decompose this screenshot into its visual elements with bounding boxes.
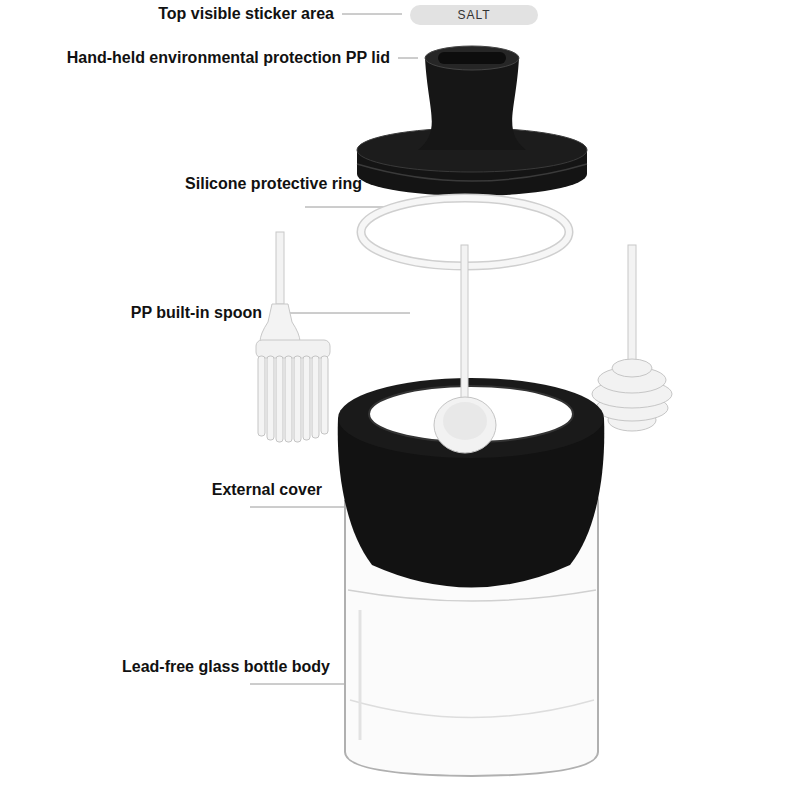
part-label: Hand-held environmental protection PP li… — [67, 48, 390, 68]
sticker-area: SALT — [410, 5, 538, 25]
brush — [256, 232, 330, 442]
part-label: PP built-in spoon — [131, 303, 262, 323]
spoon — [434, 245, 496, 453]
sticker-text: SALT — [457, 8, 490, 22]
part-label: Lead-free glass bottle body — [122, 657, 330, 677]
lid — [357, 46, 587, 196]
part-label: Silicone protective ring — [185, 174, 362, 194]
part-label: External cover — [212, 480, 322, 500]
honey-dipper — [592, 245, 672, 431]
external-cover — [338, 378, 605, 588]
part-label: Top visible sticker area — [158, 4, 334, 24]
